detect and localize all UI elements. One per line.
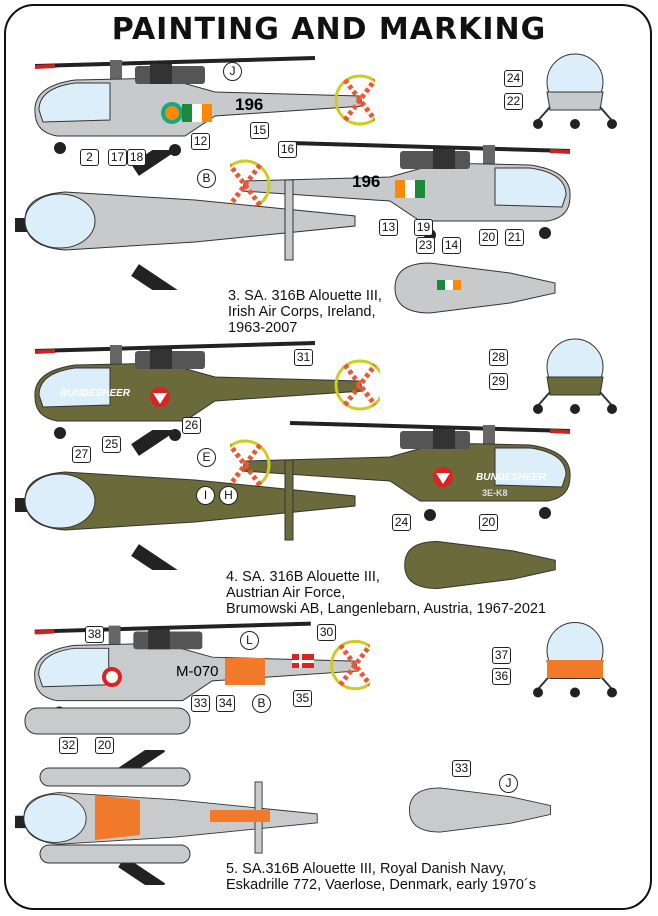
- callout-20: 20: [479, 229, 498, 246]
- callout-38: 38: [85, 626, 104, 643]
- caption-line: 3. SA. 316B Alouette III,: [228, 288, 382, 304]
- callout-I: I: [196, 486, 215, 505]
- callout-B: B: [252, 694, 271, 713]
- austrian-top-view: [15, 420, 355, 580]
- irish-front-view: [532, 53, 618, 130]
- caption-line: 5. SA.316B Alouette III, Royal Danish Na…: [226, 861, 507, 877]
- callout-17: 17: [108, 149, 127, 166]
- callout-31: 31: [294, 349, 313, 366]
- serial-irish-left: 196: [235, 95, 264, 114]
- callout-35: 35: [293, 690, 312, 707]
- caption-line: Eskadrille 772, Vaerlose, Denmark, early…: [226, 877, 537, 893]
- callout-26: 26: [182, 417, 201, 434]
- callout-16: 16: [278, 141, 297, 158]
- page-title: PAINTING AND MARKING: [111, 12, 547, 47]
- callout-J: J: [499, 774, 518, 793]
- callout-28: 28: [489, 349, 508, 366]
- sheet-border: [4, 4, 652, 910]
- bundesheer-titling-left: BUNDESHEER: [60, 388, 131, 399]
- callout-19: 19: [414, 219, 433, 236]
- callout-13: 13: [379, 219, 398, 236]
- caption-scheme-5: 5. SA.316B Alouette III, Royal Danish Na…: [226, 861, 536, 893]
- caption-line: Brumowski AB, Langenlebarn, Austria, 196…: [226, 601, 547, 617]
- caption-line: 1963-2007: [228, 320, 298, 336]
- callout-32: 32: [59, 737, 78, 754]
- caption-scheme-4: 4. SA. 316B Alouette III, Austrian Air F…: [226, 569, 546, 617]
- callout-27: 27: [72, 446, 91, 463]
- irish-top-view: [15, 140, 355, 300]
- callout-23: 23: [416, 237, 435, 254]
- flotation-float: [24, 707, 191, 735]
- callout-24: 24: [504, 70, 523, 87]
- callout-30: 30: [317, 624, 336, 641]
- callout-29: 29: [489, 373, 508, 390]
- caption-line: Austrian Air Force,: [226, 585, 346, 601]
- caption-line: Irish Air Corps, Ireland,: [228, 304, 376, 320]
- callout-34: 34: [216, 695, 235, 712]
- callout-20: 20: [479, 514, 498, 531]
- callout-33-bottom: 33: [452, 760, 471, 777]
- callout-J: J: [223, 62, 242, 81]
- callout-33: 33: [191, 695, 210, 712]
- callout-22: 22: [504, 93, 523, 110]
- callout-15: 15: [250, 122, 269, 139]
- danish-bottom-view: [408, 787, 552, 833]
- callout-14: 14: [442, 237, 461, 254]
- callout-L: L: [240, 631, 259, 650]
- bundesheer-titling-right: BUNDESHEER: [476, 472, 547, 483]
- callout-18: 18: [127, 149, 146, 166]
- callout-21: 21: [505, 229, 524, 246]
- serial-irish-right: 196: [352, 172, 381, 191]
- callout-B: B: [197, 169, 216, 188]
- callout-24: 24: [392, 514, 411, 531]
- callout-25: 25: [102, 436, 121, 453]
- danish-serial: M-070: [176, 663, 219, 680]
- callout-20: 20: [95, 737, 114, 754]
- callout-12: 12: [191, 133, 210, 150]
- irish-bottom-view: [394, 262, 556, 314]
- caption-scheme-3: 3. SA. 316B Alouette III, Irish Air Corp…: [228, 288, 382, 336]
- callout-H: H: [219, 486, 238, 505]
- austrian-serial: 3E-K8: [482, 488, 508, 498]
- callout-E: E: [197, 448, 216, 467]
- austrian-front-view: [532, 338, 618, 415]
- callout-36: 36: [492, 668, 511, 685]
- callout-2: 2: [80, 149, 99, 166]
- callout-37: 37: [492, 647, 511, 664]
- caption-line: 4. SA. 316B Alouette III,: [226, 569, 380, 585]
